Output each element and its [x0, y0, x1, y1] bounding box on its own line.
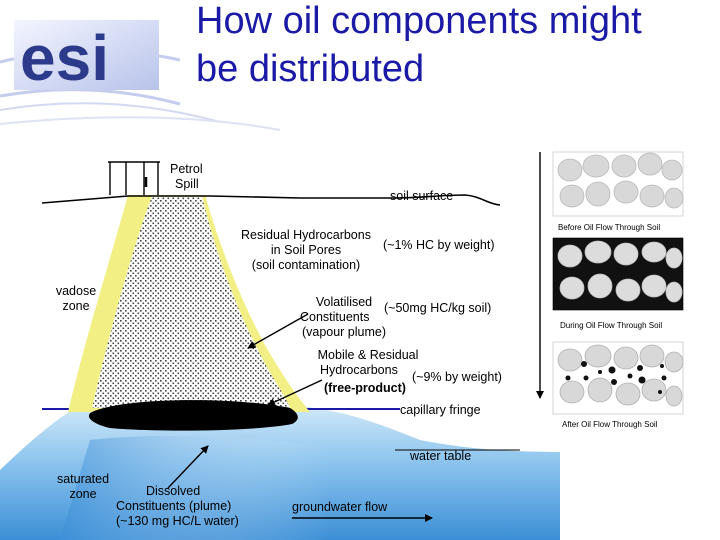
free-product-label: (free-product) [324, 381, 406, 395]
vadose-zone-label: vadose zone [55, 284, 97, 313]
spill-pipes [108, 161, 160, 195]
groundwater-flow-label: groundwater flow [292, 500, 388, 514]
free-product-lens [88, 400, 298, 431]
title-line-2: be distributed [196, 48, 425, 90]
inset-before [552, 151, 684, 217]
water-table-label: water table [410, 449, 472, 463]
mobile-percent: (~9% by weight) [412, 370, 502, 384]
vapour-arrow [247, 313, 309, 349]
inset-before-caption: Before Oil Flow Through Soil [558, 223, 661, 232]
residual-percent: (~1% HC by weight) [383, 238, 495, 252]
capillary-fringe-label: capillary fringe [400, 403, 481, 417]
inset-after [552, 341, 684, 415]
soil-surface-line [41, 194, 501, 206]
groundwater-highlight [60, 435, 330, 540]
esi-logo: esi [14, 20, 159, 94]
saturated-zone-label: saturated zone [56, 472, 110, 501]
volatilised-label: Volatilised Constituents (vapour plume) [300, 295, 387, 339]
inset-during-caption: During Oil Flow Through Soil [560, 321, 663, 330]
free-product-arrow [267, 379, 323, 406]
residual-zone [92, 196, 290, 408]
inset-after-caption: After Oil Flow Through Soil [562, 420, 658, 429]
volatilised-concentration: (~50mg HC/kg soil) [384, 301, 492, 315]
dissolved-arrow [167, 445, 209, 489]
mobile-label: Mobile & Residual Hydrocarbons [317, 348, 419, 377]
soil-surface-label: soil surface [390, 189, 454, 203]
logo-text: esi [20, 22, 109, 94]
title-line-1: How oil components might [196, 0, 642, 42]
petrol-spill-label: Petrol Spill [170, 162, 203, 191]
inset-during [552, 237, 684, 311]
residual-label: Residual Hydrocarbons in Soil Pores (soi… [241, 228, 371, 272]
dissolved-label: Dissolved Constituents (plume) (~130 mg … [116, 484, 239, 528]
